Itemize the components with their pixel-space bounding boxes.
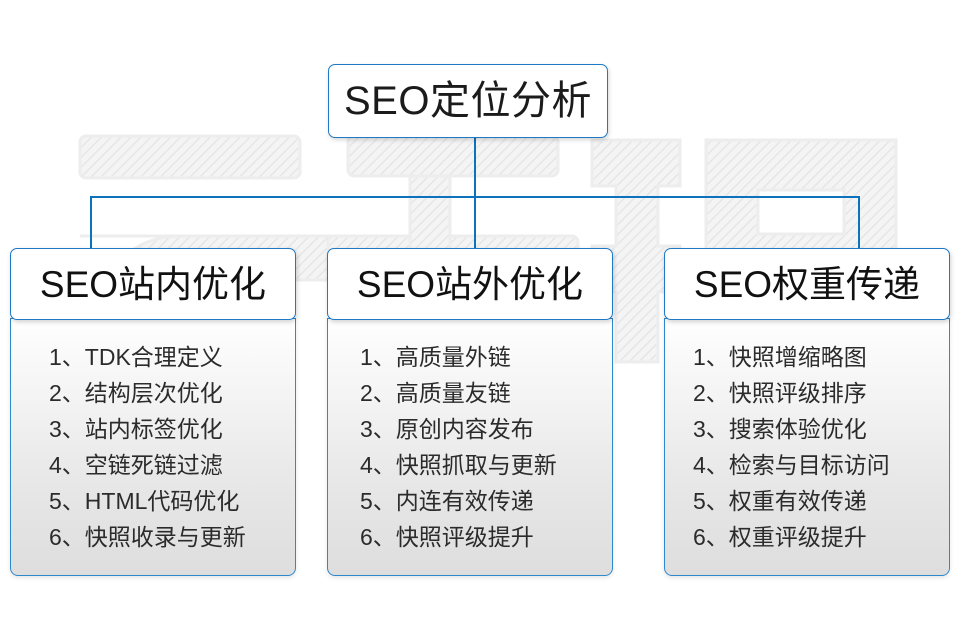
item-list: 1、快照增缩略图 2、快照评级排序 3、搜索体验优化 4、检索与目标访问 5、权… — [665, 339, 949, 555]
list-item: 3、搜索体验优化 — [693, 416, 867, 442]
connector-drop-middle — [474, 196, 476, 252]
list-item: 5、HTML代码优化 — [49, 488, 240, 514]
item-list: 1、高质量外链 2、高质量友链 3、原创内容发布 4、快照抓取与更新 5、内连有… — [328, 339, 612, 555]
list-item: 5、内连有效传递 — [360, 488, 534, 514]
connector-title-stem — [474, 137, 476, 197]
list-item: 6、快照收录与更新 — [49, 524, 246, 550]
branch-header-label: SEO站外优化 — [356, 263, 584, 305]
list-item: 4、空链死链过滤 — [49, 452, 223, 478]
branch-body-seo-offsite: 1、高质量外链 2、高质量友链 3、原创内容发布 4、快照抓取与更新 5、内连有… — [327, 318, 613, 576]
list-item: 2、快照评级排序 — [693, 380, 867, 406]
root-node-label: SEO定位分析 — [344, 79, 592, 123]
list-item: 1、快照增缩略图 — [693, 344, 867, 370]
branch-seo-offsite: SEO站外优化 1、高质量外链 2、高质量友链 3、原创内容发布 4、快照抓取与… — [327, 248, 613, 576]
list-item: 4、快照抓取与更新 — [360, 452, 557, 478]
branch-header-label: SEO权重传递 — [693, 263, 921, 305]
branch-seo-onsite: SEO站内优化 1、TDK合理定义 2、结构层次优化 3、站内标签优化 4、空链… — [10, 248, 296, 576]
branch-header-label: SEO站内优化 — [39, 263, 267, 305]
list-item: 3、原创内容发布 — [360, 416, 534, 442]
list-item: 6、权重评级提升 — [693, 524, 867, 550]
connector-drop-left — [90, 196, 92, 252]
list-item: 5、权重有效传递 — [693, 488, 867, 514]
branch-header-seo-offsite[interactable]: SEO站外优化 — [327, 248, 613, 320]
list-item: 4、检索与目标访问 — [693, 452, 890, 478]
connector-drop-right — [858, 196, 860, 252]
branch-body-seo-onsite: 1、TDK合理定义 2、结构层次优化 3、站内标签优化 4、空链死链过滤 5、H… — [10, 318, 296, 576]
item-list: 1、TDK合理定义 2、结构层次优化 3、站内标签优化 4、空链死链过滤 5、H… — [11, 339, 295, 555]
branch-body-seo-weight: 1、快照增缩略图 2、快照评级排序 3、搜索体验优化 4、检索与目标访问 5、权… — [664, 318, 950, 576]
root-node-seo-positioning-analysis[interactable]: SEO定位分析 — [328, 64, 608, 138]
list-item: 2、结构层次优化 — [49, 380, 223, 406]
branch-seo-weight: SEO权重传递 1、快照增缩略图 2、快照评级排序 3、搜索体验优化 4、检索与… — [664, 248, 950, 576]
branch-header-seo-onsite[interactable]: SEO站内优化 — [10, 248, 296, 320]
list-item: 1、高质量外链 — [360, 344, 511, 370]
list-item: 2、高质量友链 — [360, 380, 511, 406]
list-item: 3、站内标签优化 — [49, 416, 223, 442]
list-item: 1、TDK合理定义 — [49, 344, 223, 370]
branch-header-seo-weight[interactable]: SEO权重传递 — [664, 248, 950, 320]
list-item: 6、快照评级提升 — [360, 524, 534, 550]
